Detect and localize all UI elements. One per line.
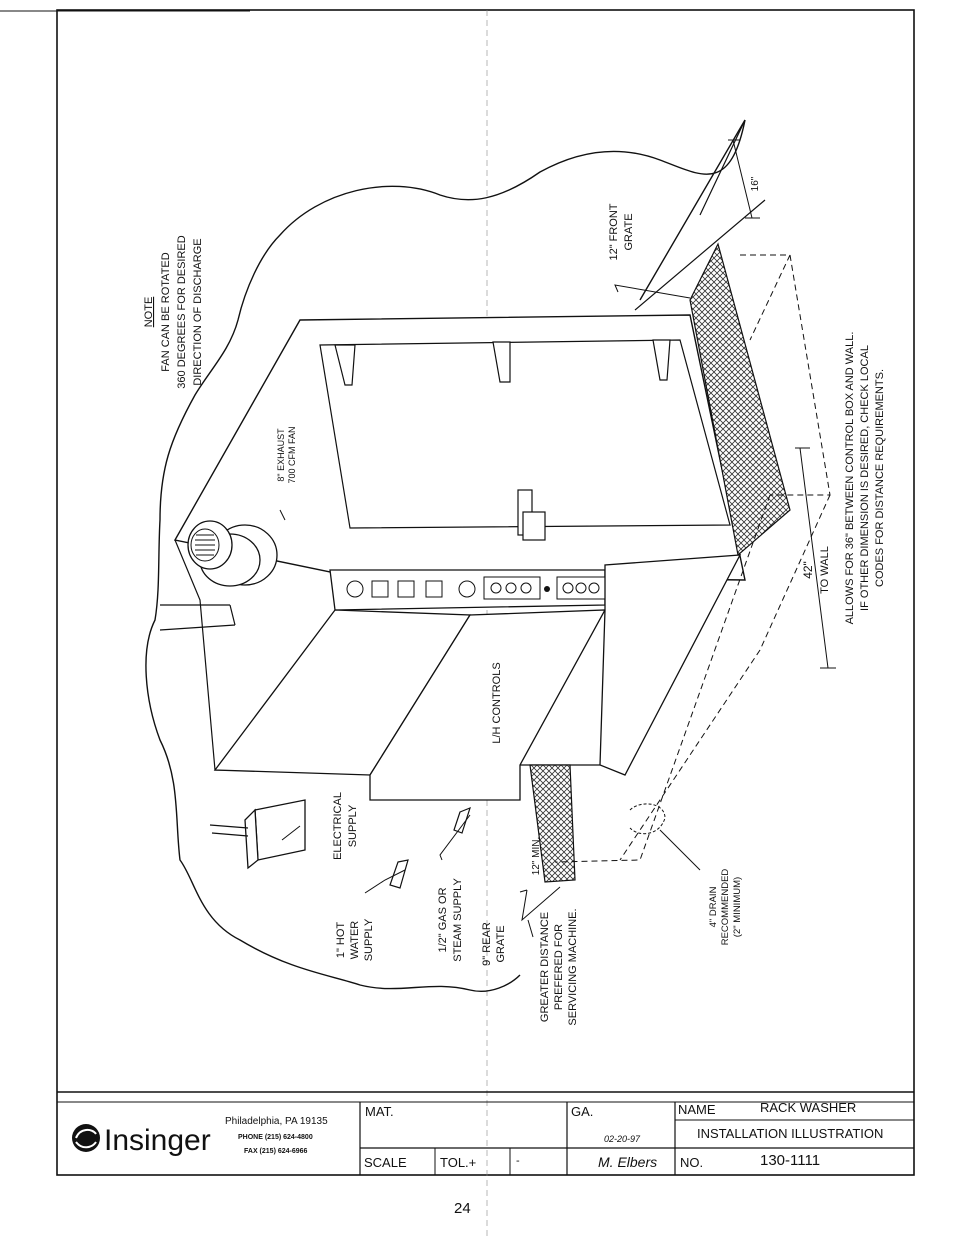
svg-text:TO WALL: TO WALL <box>819 546 831 594</box>
svg-text:L/H CONTROLS: L/H CONTROLS <box>491 662 503 743</box>
lh-controls-label: L/H CONTROLS <box>491 662 503 743</box>
logo-text: Insinger <box>104 1124 211 1157</box>
svg-text:1" HOT: 1" HOT <box>335 922 347 959</box>
electrical-label: ELECTRICAL SUPPLY <box>332 792 359 860</box>
svg-text:CODES FOR DISTANCE REQUIREMENT: CODES FOR DISTANCE REQUIREMENTS. <box>874 369 886 587</box>
drain <box>629 803 666 835</box>
note-line-2: 360 DEGREES FOR DESIRED <box>176 235 188 388</box>
svg-text:16": 16" <box>750 176 761 191</box>
svg-text:WATER: WATER <box>349 921 361 960</box>
svg-text:GREATER DISTANCE: GREATER DISTANCE <box>539 912 551 1022</box>
svg-text:700 CFM FAN: 700 CFM FAN <box>287 426 297 483</box>
svg-text:12" MIN.: 12" MIN. <box>531 837 542 876</box>
page-number: 24 <box>454 1200 471 1217</box>
svg-text:IF OTHER DIMENSION IS DESIRED,: IF OTHER DIMENSION IS DESIRED, CHECK LOC… <box>859 345 871 611</box>
svg-text:(2" MINIMUM): (2" MINIMUM) <box>732 877 743 937</box>
ga-label: GA. <box>571 1104 593 1119</box>
allowance-note: ALLOWS FOR 36" BETWEEN CONTROL BOX AND W… <box>844 332 886 625</box>
mat-label: MAT. <box>365 1104 394 1119</box>
svg-text:GRATE: GRATE <box>623 213 635 250</box>
electrical-box <box>209 799 306 870</box>
svg-text:RECOMMENDED: RECOMMENDED <box>720 869 731 946</box>
svg-text:SUPPLY: SUPPLY <box>363 918 375 961</box>
svg-text:SUPPLY: SUPPLY <box>347 804 359 847</box>
min-12-label: 12" MIN. <box>531 837 542 876</box>
exhaust-label: 8" EXHAUST 700 CFM FAN <box>276 426 297 483</box>
svg-text:GRATE: GRATE <box>495 925 507 962</box>
no-label: NO. <box>680 1155 703 1170</box>
svg-text:42": 42" <box>801 561 815 579</box>
drain-note: 4" DRAIN RECOMMENDED (2" MINIMUM) <box>708 869 743 946</box>
machine-door <box>319 339 731 529</box>
address: Philadelphia, PA 19135 <box>225 1116 328 1127</box>
exhaust-fan <box>187 520 278 587</box>
fax: FAX (215) 624-6966 <box>244 1148 308 1155</box>
note-line-3: DIRECTION OF DISCHARGE <box>192 238 204 385</box>
svg-text:STEAM SUPPLY: STEAM SUPPLY <box>452 878 464 962</box>
note-line-1: FAN CAN BE ROTATED <box>160 252 172 371</box>
water-pipe <box>389 859 409 889</box>
svg-text:SERVICING MACHINE.: SERVICING MACHINE. <box>567 908 579 1025</box>
name-label: NAME <box>678 1102 716 1117</box>
dim-42-label: 42" TO WALL <box>801 546 831 594</box>
svg-text:9" REAR: 9" REAR <box>481 922 493 966</box>
dim-16-label: 16" <box>750 176 761 191</box>
drawing-border <box>56 9 915 1176</box>
svg-text:ALLOWS FOR 36" BETWEEN CONTROL: ALLOWS FOR 36" BETWEEN CONTROL BOX AND W… <box>844 332 856 625</box>
hot-water-label: 1" HOT WATER SUPPLY <box>335 918 375 961</box>
svg-text:8" EXHAUST: 8" EXHAUST <box>276 428 286 482</box>
room-outline <box>145 119 746 992</box>
scale-label: SCALE <box>364 1155 407 1170</box>
rear-grate <box>529 764 576 883</box>
note-text: NOTE FAN CAN BE ROTATED 360 DEGREES FOR … <box>143 235 204 388</box>
service-note: GREATER DISTANCE PREFERED FOR SERVICING … <box>539 908 579 1025</box>
gas-pipe <box>453 806 471 834</box>
rear-grate-label: 9" REAR GRATE <box>481 922 507 966</box>
drawing-number: 130-1111 <box>760 1152 820 1169</box>
svg-text:1/2" GAS OR: 1/2" GAS OR <box>437 887 449 952</box>
signature: M. Elbers <box>598 1154 657 1170</box>
svg-text:PREFERED FOR: PREFERED FOR <box>553 924 565 1010</box>
insinger-logo: Insinger <box>72 1124 211 1157</box>
drawing-subtitle: INSTALLATION ILLUSTRATION <box>697 1126 883 1141</box>
note-heading: NOTE <box>143 297 155 328</box>
svg-text:12" FRONT: 12" FRONT <box>608 203 620 260</box>
tol-dash: - <box>516 1155 520 1167</box>
svg-text:ELECTRICAL: ELECTRICAL <box>332 792 344 860</box>
name-value: RACK WASHER <box>760 1100 856 1115</box>
gas-label: 1/2" GAS OR STEAM SUPPLY <box>437 878 464 962</box>
front-grate-label: 12" FRONT GRATE <box>608 203 635 260</box>
tol-label: TOL.+ <box>440 1155 476 1170</box>
drawing-date: 02-20-97 <box>604 1134 641 1144</box>
front-grate <box>689 242 791 557</box>
phone: PHONE (215) 624-4800 <box>238 1134 313 1141</box>
svg-text:4" DRAIN: 4" DRAIN <box>708 886 719 927</box>
title-block: Insinger Philadelphia, PA 19135 PHONE (2… <box>57 1091 914 1175</box>
